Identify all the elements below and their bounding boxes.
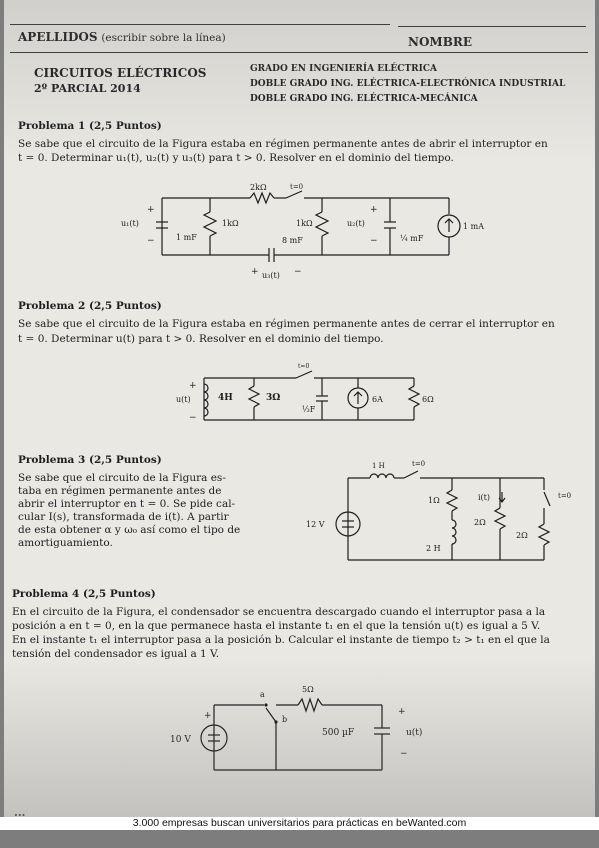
p1-switch-label: t=0: [290, 183, 303, 191]
p3-switch1-label: t=0: [412, 460, 425, 468]
header-top-line-right: [398, 26, 586, 27]
p3-r3-label: 2Ω: [516, 531, 528, 540]
p2-r1-label: 3Ω: [266, 393, 280, 403]
p1-u2-label: u₂(t): [347, 219, 365, 228]
problem-3-line-3: abrir el interruptor en t = 0. Se pide c…: [18, 498, 236, 510]
p2-u-label: u(t): [176, 395, 191, 404]
problem-3-title: Problema 3 (2,5 Puntos): [18, 454, 162, 466]
p1-u3-plus: +: [251, 267, 259, 277]
p2-l-label: 4H: [218, 393, 233, 403]
p3-l1-label: 1 H: [372, 462, 385, 470]
p1-r1-label: 1kΩ: [222, 219, 239, 228]
p4-plus: +: [204, 711, 212, 721]
p1-u1-plus: +: [147, 205, 155, 215]
apellidos-label: APELLIDOS: [18, 30, 98, 44]
p1-u3-label: u₃(t): [262, 271, 280, 280]
p3-r2-label: 2Ω: [474, 518, 486, 527]
p1-u1-label: u₁(t): [121, 219, 139, 228]
p4-switch-contact-a: [264, 703, 268, 707]
p1-r2-label: 1kΩ: [296, 219, 313, 228]
course-title: CIRCUITOS ELÉCTRICOS: [34, 66, 207, 80]
p4-switch-contact-b: [274, 720, 278, 724]
problem-3-line-6: amortiguamiento.: [18, 537, 113, 549]
p1-c2-label: 8 mF: [282, 236, 303, 245]
p4-c-label: 500 µF: [322, 728, 354, 738]
p1-u1-minus: −: [147, 236, 155, 246]
problem-2-line-2: t = 0. Determinar u(t) para t > 0. Resol…: [18, 333, 384, 345]
p4-r-label: 5Ω: [302, 685, 314, 694]
problem-1-line-2: t = 0. Determinar u₁(t), u₂(t) y u₃(t) p…: [18, 152, 454, 164]
apellidos-hint: (escribir sobre la línea): [101, 32, 226, 44]
p4-a-label: a: [260, 690, 265, 699]
p3-r1-label: 1Ω: [428, 496, 440, 505]
p4-u-minus: −: [400, 749, 408, 759]
problem-3-line-5: de esta obtener α y ω₀ así como el tipo …: [18, 524, 241, 536]
problem-2-line-1: Se sabe que el circuito de la Figura est…: [18, 318, 555, 330]
problem-3-line-4: cular I(s), transformada de i(t). A part…: [18, 511, 229, 523]
p2-source-label: 6A: [372, 395, 383, 404]
degree-1: GRADO EN INGENIERÍA ELÉCTRICA: [250, 64, 437, 74]
degree-2: DOBLE GRADO ING. ELÉCTRICA-ELECTRÓNICA I…: [250, 79, 566, 89]
exam-title: 2º PARCIAL 2014: [34, 82, 141, 95]
p2-c-label: ⅓F: [302, 405, 316, 414]
problem-3-line-2: taba en régimen permanente antes de: [18, 485, 222, 497]
p4-u-plus: +: [398, 707, 406, 717]
problem-4-line-4: tensión del condensador es igual a 1 V.: [12, 648, 220, 660]
degree-3: DOBLE GRADO ING. ELÉCTRICA-MECÁNICA: [250, 94, 478, 104]
exam-page: APELLIDOS (escribir sobre la línea) NOMB…: [4, 0, 595, 822]
p1-c3-label: ¼ mF: [400, 234, 424, 243]
apellidos-field: APELLIDOS (escribir sobre la línea): [18, 30, 226, 44]
header-divider: [10, 52, 588, 53]
footer-ad-link[interactable]: 3.000 empresas buscan universitarios par…: [0, 817, 599, 830]
p4-u-label: u(t): [406, 727, 422, 738]
p4-source-label: 10 V: [170, 735, 191, 745]
cut-off-text: ...: [14, 806, 26, 819]
p3-i-label: i(t): [478, 493, 490, 502]
p1-u2-minus: −: [370, 236, 378, 246]
p2-plus: +: [189, 381, 197, 391]
problem-2-title: Problema 2 (2,5 Puntos): [18, 300, 162, 312]
problem-4-title: Problema 4 (2,5 Puntos): [12, 588, 156, 600]
nombre-label: NOMBRE: [408, 35, 472, 49]
p1-u3-minus: −: [294, 267, 302, 277]
problem-1-title: Problema 1 (2,5 Puntos): [18, 120, 162, 132]
p1-c1-label: 1 mF: [176, 233, 197, 242]
p4-b-label: b: [282, 715, 287, 724]
p3-switch2-label: t=0: [558, 492, 571, 500]
problem-3-line-1: Se sabe que el circuito de la Figura es-: [18, 472, 226, 484]
problem-4-line-2: posición a en t = 0, en la que permanece…: [12, 620, 541, 632]
problem-1-circuit: 2kΩ t=0 u₁(t) + − 1 mF 1kΩ 8 mF 1kΩ u₂(t…: [121, 183, 571, 771]
p1-r-top-label: 2kΩ: [250, 183, 267, 192]
problem-4-line-1: En el circuito de la Figura, el condensa…: [12, 606, 546, 618]
p2-minus: −: [189, 413, 197, 423]
p1-source-label: 1 mA: [463, 222, 484, 231]
header-top-line: [10, 24, 390, 25]
p3-source-label: 12 V: [306, 520, 325, 529]
problem-1-line-1: Se sabe que el circuito de la Figura est…: [18, 138, 548, 150]
p1-u2-plus: +: [370, 205, 378, 215]
problem-4-line-3: En el instante t₁ el interruptor pasa a …: [12, 634, 550, 646]
p2-switch-label: t=0: [298, 363, 309, 370]
p2-r2-label: 6Ω: [422, 395, 434, 404]
p3-l2-label: 2 H: [426, 544, 441, 553]
